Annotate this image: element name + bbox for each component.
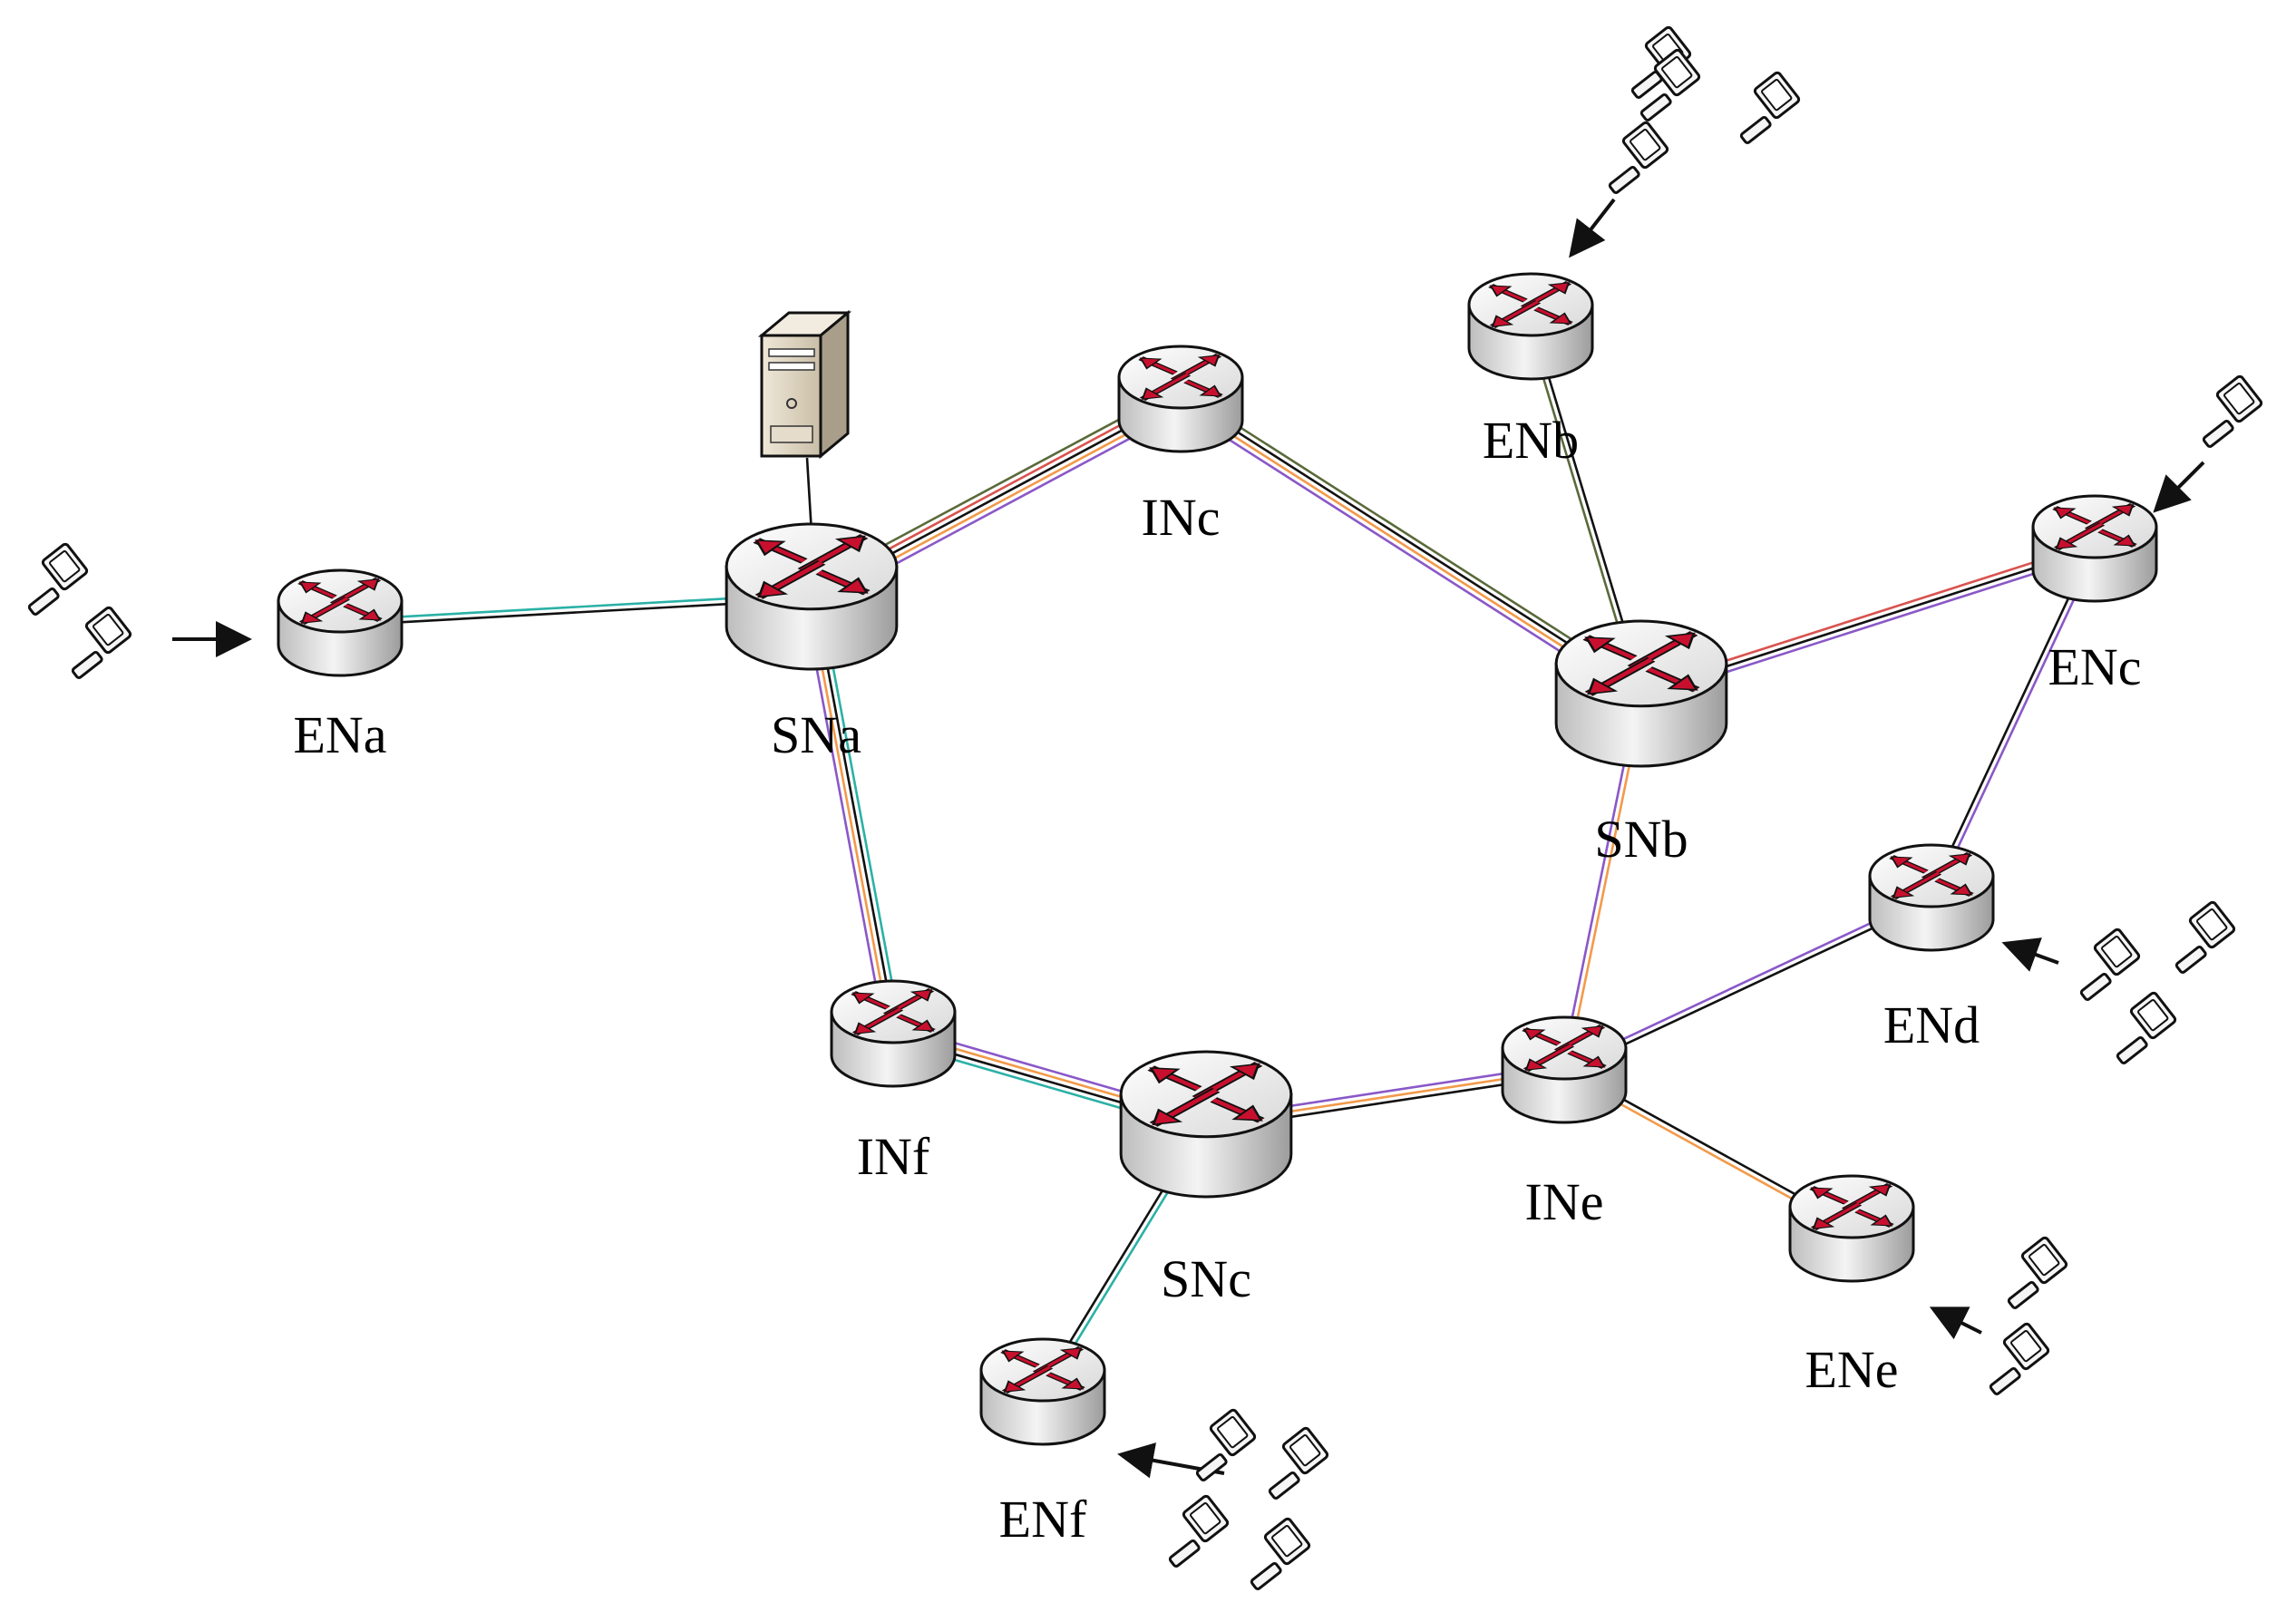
computer-icon bbox=[1195, 1408, 1257, 1481]
router-arrows-icon bbox=[1522, 1025, 1607, 1072]
router-arrows-icon bbox=[1138, 354, 1223, 401]
router-arrows-icon bbox=[1000, 1346, 1085, 1394]
link-strand-black bbox=[1928, 547, 2094, 898]
computer-icon bbox=[1268, 1426, 1329, 1500]
server-link bbox=[805, 457, 813, 534]
computer-icon bbox=[1989, 1322, 2050, 1395]
router-arrows-icon bbox=[753, 534, 871, 599]
host-group-ena bbox=[27, 542, 252, 679]
router-enb bbox=[1467, 272, 1594, 381]
arrow-icon bbox=[2001, 937, 2059, 972]
link-enc-end bbox=[1928, 547, 2098, 899]
router-arrows-icon bbox=[851, 988, 936, 1035]
router-inc bbox=[1117, 345, 1244, 453]
server-icon bbox=[757, 309, 852, 460]
router-arrows-icon bbox=[297, 578, 383, 625]
router-arrows-icon bbox=[2052, 503, 2137, 550]
node-label-ine: INe bbox=[1525, 1172, 1604, 1231]
link-strand-olive bbox=[1184, 391, 1647, 688]
node-label-end: ENd bbox=[1883, 996, 1980, 1054]
link-strand-purple bbox=[1932, 549, 2098, 899]
computer-icon bbox=[1168, 1494, 1230, 1568]
router-arrows-icon bbox=[1809, 1183, 1894, 1230]
router-arrows-icon bbox=[1582, 631, 1700, 696]
node-label-sna: SNa bbox=[771, 705, 861, 764]
router-sna bbox=[725, 522, 899, 671]
computer-icon bbox=[2202, 374, 2263, 448]
router-enc bbox=[2031, 494, 2158, 603]
host-group-enf bbox=[1117, 1408, 1329, 1590]
router-arrows-icon bbox=[1889, 852, 1974, 899]
attachments-layer bbox=[27, 25, 2263, 1590]
host-group-enb bbox=[1569, 25, 1801, 258]
computer-icon bbox=[2174, 900, 2236, 974]
node-label-snb: SNb bbox=[1594, 810, 1688, 869]
host-group-ene bbox=[1929, 1236, 2068, 1395]
node-label-enc: ENc bbox=[2048, 637, 2141, 696]
router-arrows-icon bbox=[1488, 281, 1573, 328]
node-label-ena: ENa bbox=[293, 705, 386, 764]
host-group-enc bbox=[2153, 374, 2263, 513]
router-ena bbox=[277, 568, 404, 677]
host-group-end bbox=[2001, 900, 2236, 1064]
computer-icon bbox=[1250, 1517, 1311, 1590]
node-label-ene: ENe bbox=[1805, 1340, 1898, 1399]
computer-icon bbox=[1608, 121, 1669, 194]
computer-icon bbox=[2007, 1236, 2068, 1309]
nodes-layer bbox=[277, 272, 2158, 1446]
arrow-icon bbox=[1929, 1306, 1982, 1340]
router-snc bbox=[1119, 1050, 1293, 1199]
arrow-icon bbox=[2153, 461, 2205, 513]
computer-icon bbox=[2116, 991, 2177, 1064]
router-end bbox=[1868, 843, 1995, 952]
node-label-inc: INc bbox=[1142, 488, 1221, 547]
computer-icon bbox=[71, 606, 132, 679]
computer-icon bbox=[2079, 928, 2141, 1001]
link-strand-purple bbox=[802, 597, 887, 1035]
router-ene bbox=[1788, 1174, 1915, 1283]
router-snb bbox=[1554, 619, 1728, 768]
router-ine bbox=[1501, 1015, 1628, 1124]
router-inf bbox=[830, 979, 957, 1088]
router-arrows-icon bbox=[1147, 1062, 1265, 1127]
arrow-icon bbox=[1569, 198, 1616, 258]
node-label-enf: ENf bbox=[999, 1490, 1087, 1549]
router-enf bbox=[979, 1337, 1106, 1446]
computer-icon bbox=[27, 542, 89, 616]
node-label-enb: ENb bbox=[1483, 411, 1579, 470]
computer-icon bbox=[1739, 71, 1801, 144]
node-label-snc: SNc bbox=[1161, 1249, 1251, 1308]
computer-icon bbox=[1639, 48, 1701, 121]
node-label-inf: INf bbox=[857, 1127, 930, 1186]
